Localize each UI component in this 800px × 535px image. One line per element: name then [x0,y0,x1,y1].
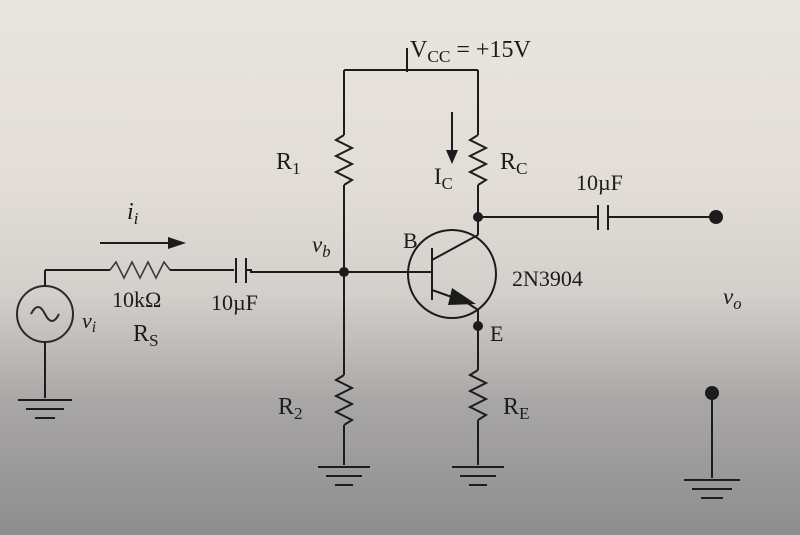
vi-label: vi [82,308,97,337]
r2-label: R2 [278,394,303,423]
ground-output [684,479,740,499]
re-label: RE [503,394,530,423]
resistor-r1 [333,134,355,186]
ground-re [452,466,504,486]
resistor-r2 [333,374,355,426]
ic-current-arrow [446,112,458,164]
transistor-model-label: 2N3904 [512,266,583,291]
vb-label: vb [312,232,331,261]
resistor-rc [467,134,489,186]
input-capacitor [235,258,247,283]
vcc-label: VCC = +15V [410,37,531,66]
ground-source [18,399,72,419]
vo-label: vo [723,284,742,313]
rs-value-label: 10kΩ [112,287,162,312]
transistor-2n3904 [407,229,497,319]
output-capacitor [597,205,609,230]
emitter-node [473,321,483,331]
ground-r2 [318,466,370,486]
ac-source [16,285,74,343]
ic-label: IC [434,164,453,193]
base-terminal-label: B [403,228,418,253]
rs-label: RS [133,321,159,350]
resistor-rs [109,260,171,280]
vb-node [339,267,349,277]
ii-label: ii [127,199,139,228]
output-terminal [709,210,723,224]
output-capacitor-label: 10µF [576,170,623,195]
ii-current-arrow [100,237,186,249]
vcc-rail [343,48,479,135]
r1-label: R1 [276,149,301,178]
input-capacitor-label: 10µF [211,290,258,315]
resistor-re [467,369,489,421]
rc-label: RC [500,149,528,178]
emitter-terminal-label: E [490,321,504,346]
